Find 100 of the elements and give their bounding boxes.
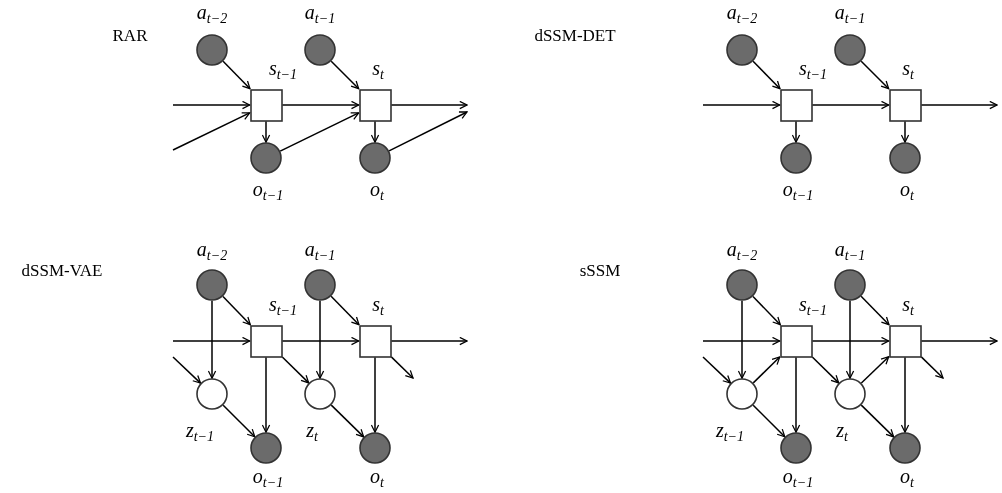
observed-node-circle [834,269,866,301]
arrow [222,295,252,326]
variable-label: a$_{t−2}$ [726,239,758,263]
observed-node-circle [359,432,391,464]
variable-label: s$_{t−1}$ [798,294,828,318]
arrow [900,356,910,433]
latent-node-circle [834,378,866,410]
latent-node-circle [726,378,758,410]
variable-label: z$_{t−1}$ [185,420,215,444]
arrow [702,356,732,384]
variable-label: s$_{t}$ [372,58,384,82]
arrow [752,356,781,384]
state-square [779,88,813,122]
state-square [249,88,283,122]
arrow [390,356,414,379]
arrow [172,356,202,384]
arrow [737,300,747,379]
arrow [330,60,360,90]
arrow [390,336,468,346]
arrow [261,356,271,433]
variable-label: o$_{t}$ [370,179,384,203]
arrow [315,300,325,379]
variable-label: o$_{t−1}$ [782,466,814,490]
arrow [172,100,251,110]
state-square [888,324,922,358]
arrow [330,404,365,438]
model-title: dSSM-VAE [21,261,103,279]
arrow [370,356,380,433]
variable-label: o$_{t−1}$ [252,466,284,490]
arrow [172,112,251,151]
variable-label: z$_{t}$ [306,420,318,444]
state-square [358,88,392,122]
observed-node-circle [834,34,866,66]
observed-node-circle [726,34,758,66]
arrow [860,404,895,438]
observed-node-circle [780,142,812,174]
variable-label: a$_{t−1}$ [304,239,336,263]
arrow [261,120,271,143]
arrow [370,120,380,143]
state-square [358,324,392,358]
variable-label: a$_{t−1}$ [304,2,336,26]
variable-label: a$_{t−2}$ [196,239,228,263]
variable-label: a$_{t−1}$ [834,239,866,263]
arrow [791,120,801,143]
latent-node-circle [304,378,336,410]
arrow [811,336,890,346]
arrow [860,295,890,326]
variable-label: o$_{t−1}$ [782,179,814,203]
model-title: sSSM [579,261,621,279]
arrow [752,60,781,90]
variable-label: o$_{t−1}$ [252,179,284,203]
latent-node-circle [196,378,228,410]
arrow [860,60,890,90]
variable-label: s$_{t−1}$ [268,294,298,318]
variable-label: s$_{t}$ [902,58,914,82]
variable-label: s$_{t−1}$ [268,58,298,82]
variable-label: z$_{t−1}$ [715,420,745,444]
arrow [860,355,890,384]
observed-node-circle [780,432,812,464]
arrow [281,356,310,384]
observed-node-circle [196,34,228,66]
variable-label: o$_{t}$ [900,179,914,203]
arrow [845,300,855,379]
arrow [279,112,360,152]
state-square [888,88,922,122]
arrow [222,60,251,90]
model-title: dSSM-DET [534,26,616,44]
variable-label: s$_{t}$ [902,294,914,318]
arrow [207,300,217,379]
observed-node-circle [359,142,391,174]
variable-label: s$_{t}$ [372,294,384,318]
arrow [811,356,840,384]
variable-label: s$_{t−1}$ [798,58,828,82]
arrow [811,100,890,110]
model-title: RAR [112,26,148,44]
observed-node-circle [889,432,921,464]
arrow [920,336,998,346]
variable-label: o$_{t}$ [900,466,914,490]
arrow [900,120,910,143]
arrow [752,295,782,326]
variable-label: z$_{t}$ [836,420,848,444]
variable-label: a$_{t−1}$ [834,2,866,26]
state-square [779,324,813,358]
variable-label: o$_{t}$ [370,466,384,490]
arrow [702,336,781,346]
state-square [249,324,283,358]
arrow [920,100,998,110]
observed-node-circle [726,269,758,301]
arrow [791,356,801,433]
variable-label: a$_{t−2}$ [196,2,228,26]
observed-node-circle [889,142,921,174]
observed-node-circle [196,269,228,301]
arrow [281,336,360,346]
variable-label: a$_{t−2}$ [726,2,758,26]
arrow [390,100,468,110]
arrow [330,295,360,326]
observed-node-circle [250,432,282,464]
arrow [702,100,781,110]
arrow [752,404,786,438]
arrow [172,336,251,346]
